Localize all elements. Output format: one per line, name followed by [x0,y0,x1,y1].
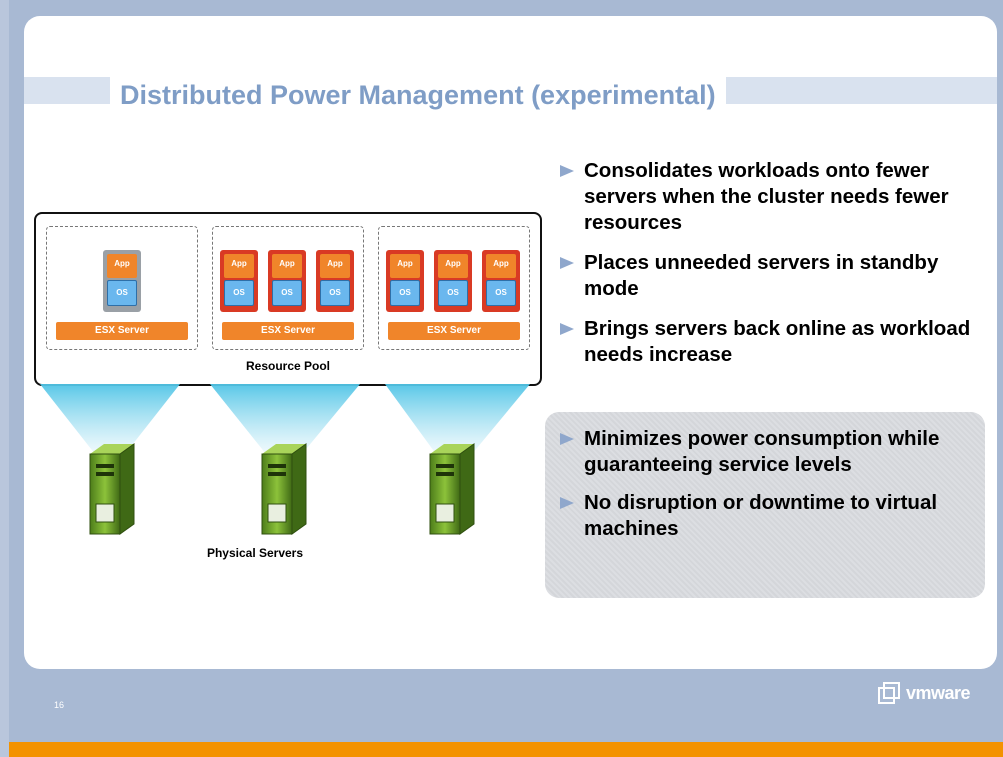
footer-accent-strip [9,742,1003,757]
bullet-text: Places unneeded servers in standby mode [584,251,939,300]
vm-app-layer: App [438,254,468,278]
vm-os-layer: OS [486,280,516,306]
callout-bullet-list: Minimizes power consumption while guaran… [560,426,980,554]
vm-app-layer: App [320,254,350,278]
bullet-item: Minimizes power consumption while guaran… [560,426,980,478]
server-tower-icon [89,443,135,535]
vm-os-layer: OS [320,280,350,306]
vm-os-layer: OS [390,280,420,306]
virtual-machine: App OS [268,250,306,312]
page-number: 16 [54,700,65,710]
esx-server-bar: ESX Server [222,322,354,340]
arrow-bullet-icon [560,433,574,445]
physical-servers-label: Physical Servers [206,546,304,560]
vm-os-layer: OS [272,280,302,306]
arrow-bullet-icon [560,165,574,177]
virtual-machine: App OS [386,250,424,312]
virtual-machine: App OS [103,250,141,312]
server-tower-icon [261,443,307,535]
esx-server-host: App OS App OS App OS ESX Server [212,226,364,350]
virtual-machine: App OS [220,250,258,312]
vmware-logo-icon [878,682,900,704]
esx-server-host: App OS ESX Server [46,226,198,350]
bullet-item: Brings servers back online as workload n… [560,316,980,368]
bullet-text: Brings servers back online as workload n… [584,317,971,366]
bullet-text: Minimizes power consumption while guaran… [584,427,940,476]
esx-server-host: App OS App OS App OS ESX Server [378,226,530,350]
beam [385,384,530,454]
bullet-text: No disruption or downtime to virtual mac… [584,491,938,540]
brand-wordmark: vmware [906,682,971,703]
physical-servers-graphic [40,384,530,535]
vm-os-layer: OS [438,280,468,306]
virtual-machine: App OS [482,250,520,312]
bullet-item: Places unneeded servers in standby mode [560,250,980,302]
resource-pool-label: Resource Pool [245,359,331,373]
callout-box: Minimizes power consumption while guaran… [545,412,985,598]
server-tower-icon [429,443,475,535]
virtual-machine: App OS [434,250,472,312]
vmware-logo: vmware [878,682,971,704]
vm-app-layer: App [107,254,137,278]
vm-app-layer: App [486,254,516,278]
vm-os-layer: OS [107,280,137,306]
bullet-text: Consolidates workloads onto fewer server… [584,159,949,234]
virtual-machine: App OS [316,250,354,312]
vm-app-layer: App [390,254,420,278]
esx-server-bar: ESX Server [56,322,188,340]
esx-server-bar: ESX Server [388,322,520,340]
bullet-list: Consolidates workloads onto fewer server… [560,158,980,382]
beam [210,384,360,454]
beam [40,384,180,454]
slide-title: Distributed Power Management (experiment… [110,76,726,114]
arrow-bullet-icon [560,257,574,269]
resource-pool-box: App OS ESX Server App OS App OS App OS E… [34,212,542,386]
bullet-item: No disruption or downtime to virtual mac… [560,490,980,542]
vm-app-layer: App [272,254,302,278]
vm-app-layer: App [224,254,254,278]
arrow-bullet-icon [560,497,574,509]
bullet-item: Consolidates workloads onto fewer server… [560,158,980,236]
arrow-bullet-icon [560,323,574,335]
vm-os-layer: OS [224,280,254,306]
